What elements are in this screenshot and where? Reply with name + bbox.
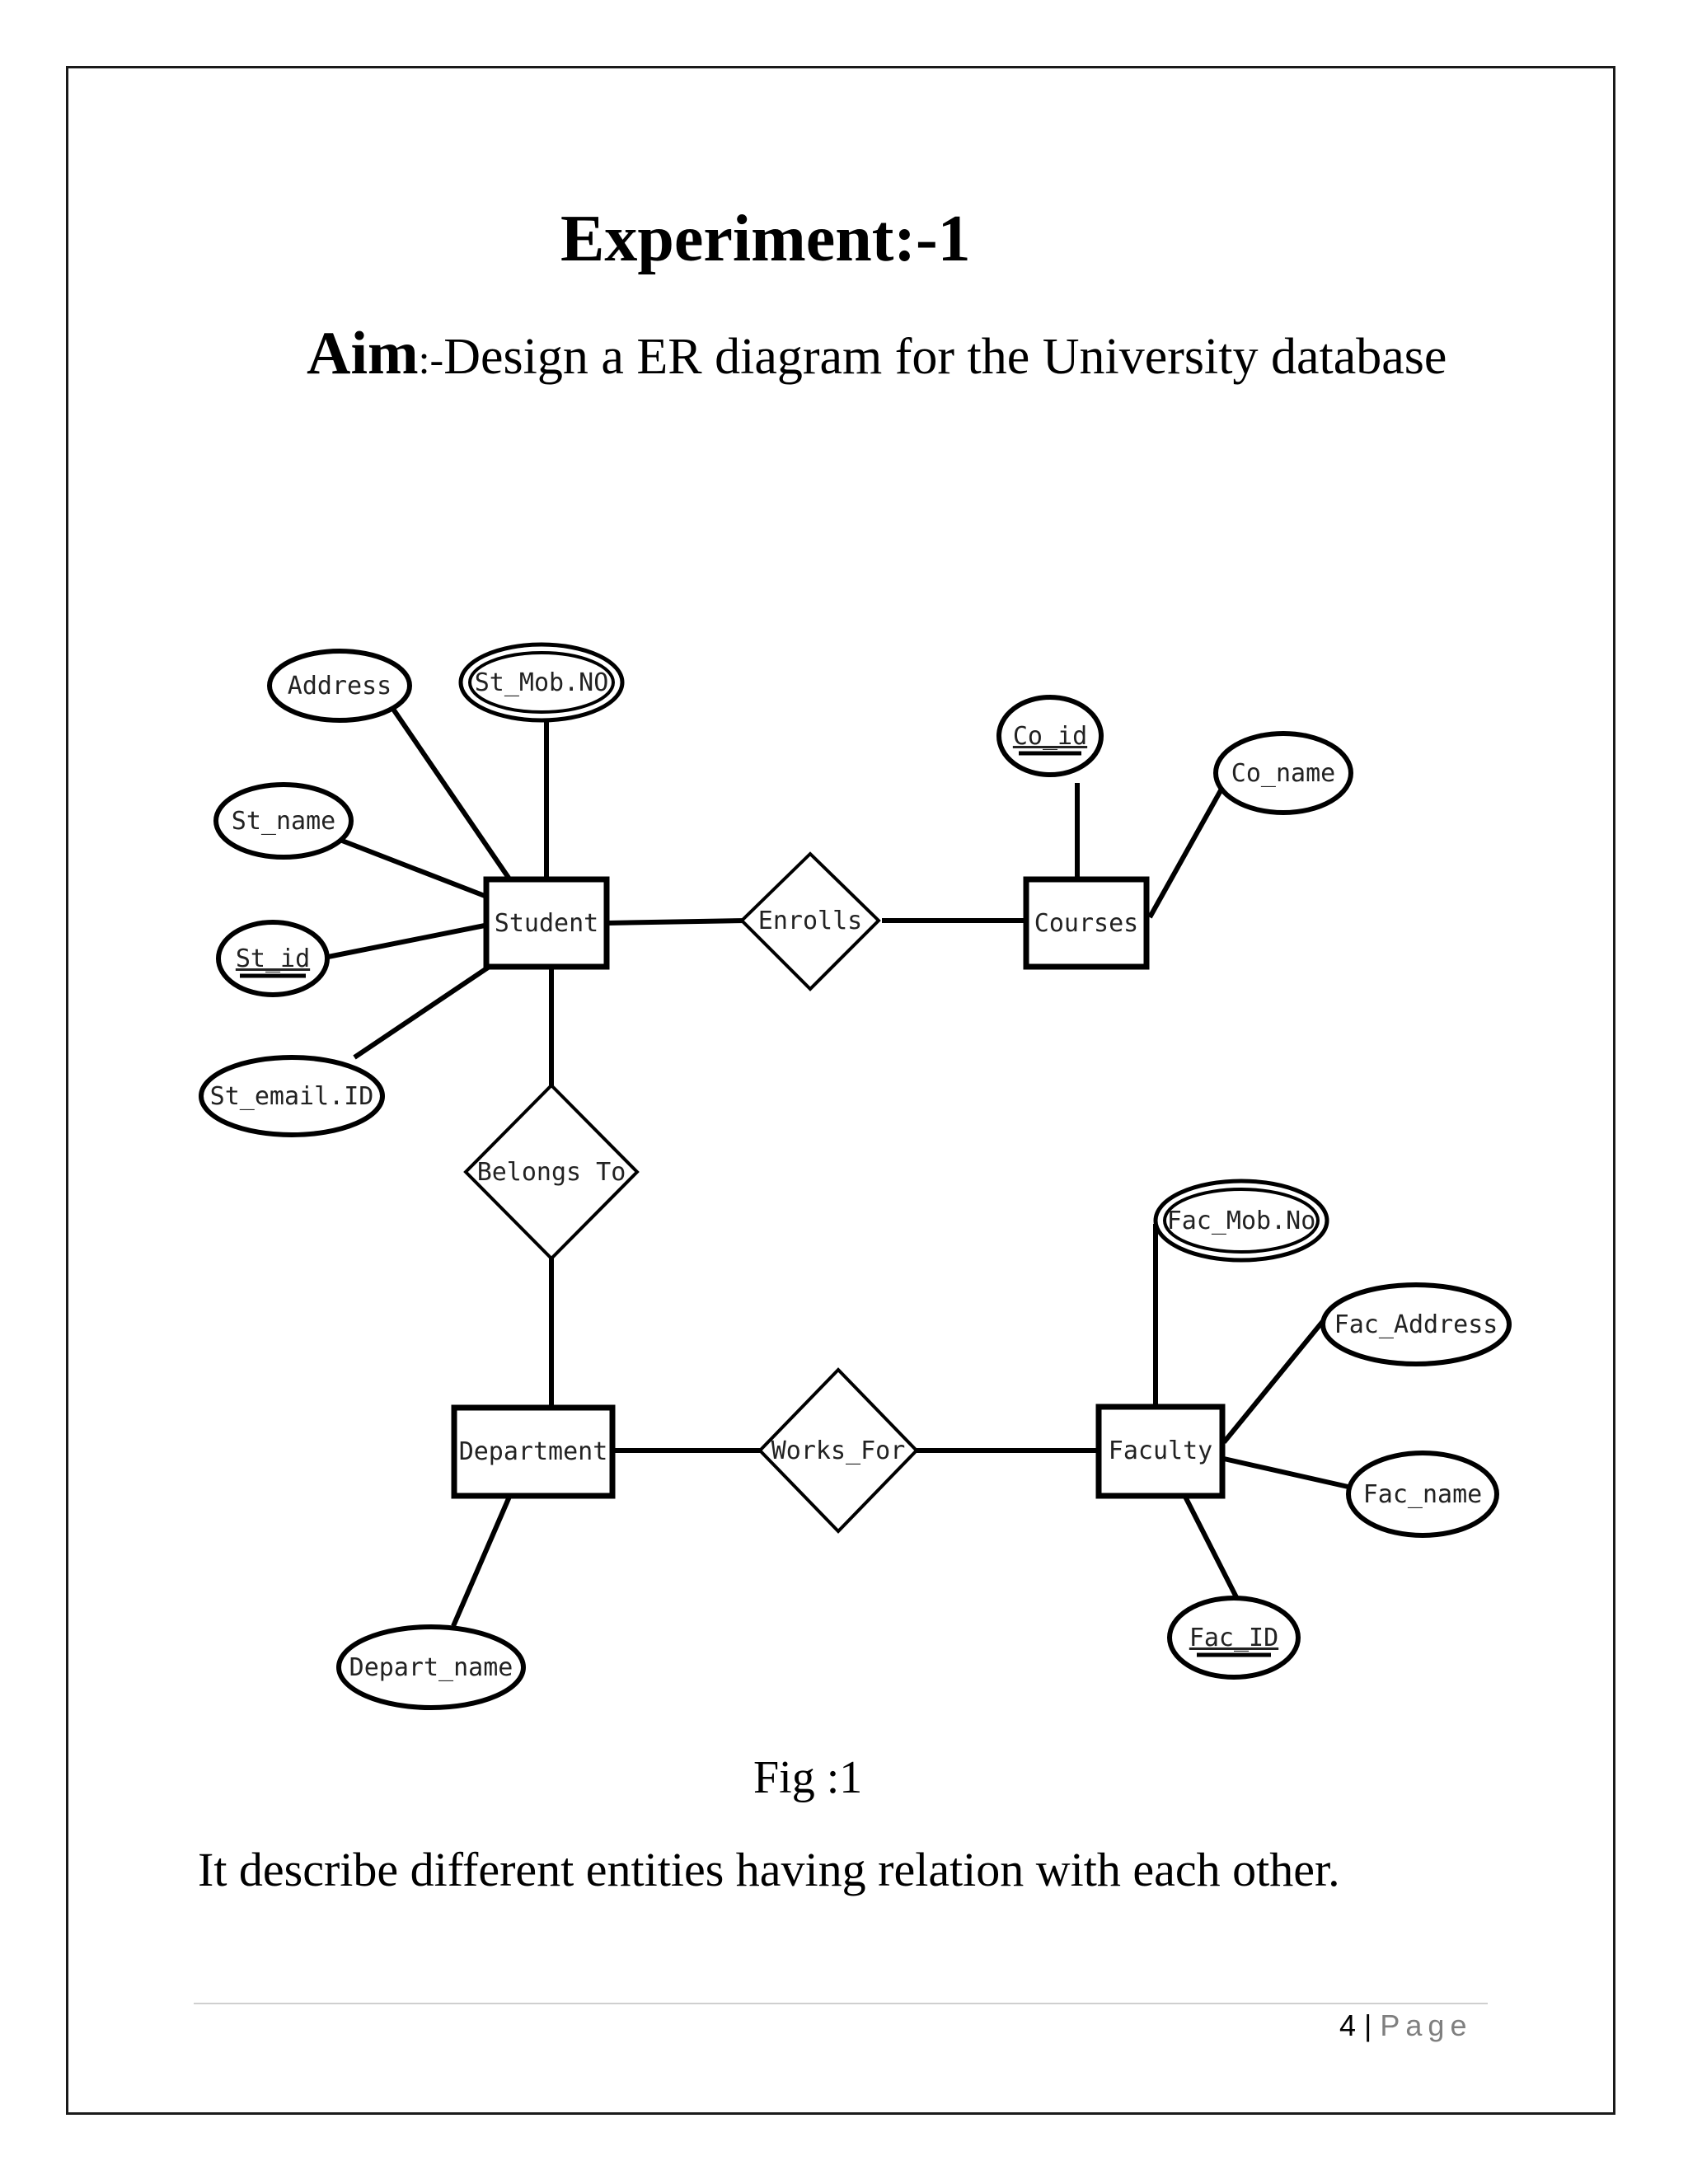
relationship-enrolls-shape xyxy=(739,851,881,991)
connector-stemail-student xyxy=(353,962,495,1060)
connector-facaddress-faculty xyxy=(1221,1315,1329,1444)
relationship-works-for-label: Works_For xyxy=(771,1436,906,1465)
attribute-st-mob: St_Mob.NO xyxy=(458,642,625,723)
connector-coname-courses xyxy=(1147,783,1226,919)
entity-student-box xyxy=(483,876,610,970)
connector-department-departname xyxy=(451,1495,512,1628)
relationship-works-for-shape xyxy=(757,1367,919,1534)
attribute-st-email-ellipse xyxy=(199,1055,385,1137)
page-number: 4 xyxy=(1339,2008,1357,2042)
relationship-belongs-to: Belongs To xyxy=(463,1083,640,1261)
attribute-fac-id: Fac_ID xyxy=(1167,1596,1301,1680)
attribute-co-name: Co_name xyxy=(1213,731,1353,815)
footer-divider xyxy=(194,2003,1488,2004)
figure-description: It describe different entities having re… xyxy=(198,1843,1340,1896)
attribute-fac-mob-label: Fac_Mob.No xyxy=(1167,1207,1316,1235)
connector-stname-student xyxy=(340,838,486,898)
attribute-fac-name: Fac_name xyxy=(1346,1451,1499,1538)
attribute-co-id: Co_id xyxy=(996,695,1104,777)
entity-courses-label: Courses xyxy=(1034,909,1138,938)
relationship-enrolls: Enrolls xyxy=(739,851,881,991)
attribute-st-id-label: St_id xyxy=(236,944,310,973)
page-border xyxy=(66,66,1615,2115)
relationship-enrolls-label: Enrolls xyxy=(758,907,862,935)
connector-student-enrolls xyxy=(607,918,748,926)
attribute-fac-id-label: Fac_ID xyxy=(1189,1624,1278,1652)
page-footer-separator: | xyxy=(1356,2008,1381,2042)
diagram-connectors xyxy=(323,701,1353,1628)
connector-address-student xyxy=(387,701,511,879)
attribute-st-name-label: St_name xyxy=(232,807,335,836)
attribute-st-name-ellipse xyxy=(213,782,354,860)
page-title: Experiment:-1 xyxy=(560,203,971,275)
attribute-co-id-label: Co_id xyxy=(1013,722,1087,751)
attribute-st-email-label: St_email.ID xyxy=(210,1082,374,1111)
aim-label: Aim xyxy=(307,320,419,387)
entity-student-label: Student xyxy=(495,909,598,938)
aim-text: Design a ER diagram for the University d… xyxy=(443,329,1447,385)
attribute-address: Address xyxy=(267,649,412,723)
entity-student: Student xyxy=(483,876,610,970)
page-footer: 4 | Page xyxy=(1339,2008,1472,2043)
attribute-fac-name-ellipse xyxy=(1346,1451,1499,1538)
attribute-fac-mob: Fac_Mob.No xyxy=(1153,1179,1329,1263)
attribute-co-name-ellipse xyxy=(1213,731,1353,815)
attribute-st-mob-label: St_Mob.NO xyxy=(475,668,609,697)
attribute-depart-name-label: Depart_name xyxy=(349,1653,513,1682)
attribute-fac-id-ellipse xyxy=(1167,1596,1301,1680)
connector-facname-faculty xyxy=(1223,1456,1353,1490)
entity-courses: Courses xyxy=(1023,876,1150,970)
attribute-fac-mob-ellipse-inner xyxy=(1163,1188,1320,1254)
attribute-fac-address: Fac_Address xyxy=(1320,1282,1512,1366)
attribute-fac-address-ellipse xyxy=(1320,1282,1512,1366)
attribute-st-name: St_name xyxy=(213,782,354,860)
entity-department-label: Department xyxy=(459,1437,608,1466)
attribute-depart-name: Depart_name xyxy=(336,1624,526,1710)
attribute-st-mob-ellipse-inner xyxy=(468,651,615,714)
attribute-depart-name-ellipse xyxy=(336,1624,526,1710)
entity-department: Department xyxy=(451,1404,616,1499)
attribute-co-name-label: Co_name xyxy=(1231,759,1335,788)
relationship-belongs-to-shape xyxy=(463,1083,640,1261)
entity-department-box xyxy=(451,1404,616,1499)
aim-statement: Aim:-Design a ER diagram for the Univers… xyxy=(307,317,1477,396)
connector-stid-student xyxy=(323,923,485,960)
entity-faculty: Faculty xyxy=(1095,1404,1226,1499)
attribute-st-id: St_id xyxy=(216,920,330,997)
attribute-fac-name-label: Fac_name xyxy=(1363,1480,1483,1509)
relationship-works-for: Works_For xyxy=(757,1367,919,1534)
attribute-fac-address-label: Fac_Address xyxy=(1334,1310,1498,1339)
connector-faculty-facid xyxy=(1183,1495,1239,1599)
entity-courses-box xyxy=(1023,876,1150,970)
entity-faculty-label: Faculty xyxy=(1109,1436,1212,1465)
page-word: Page xyxy=(1380,2008,1473,2042)
attribute-st-email: St_email.ID xyxy=(199,1055,385,1137)
figure-caption: Fig :1 xyxy=(753,1752,863,1803)
attribute-address-label: Address xyxy=(288,672,392,701)
entity-faculty-box xyxy=(1095,1404,1226,1499)
relationship-belongs-to-label: Belongs To xyxy=(477,1158,626,1187)
attribute-address-ellipse xyxy=(267,649,412,723)
aim-separator: :- xyxy=(418,336,444,382)
